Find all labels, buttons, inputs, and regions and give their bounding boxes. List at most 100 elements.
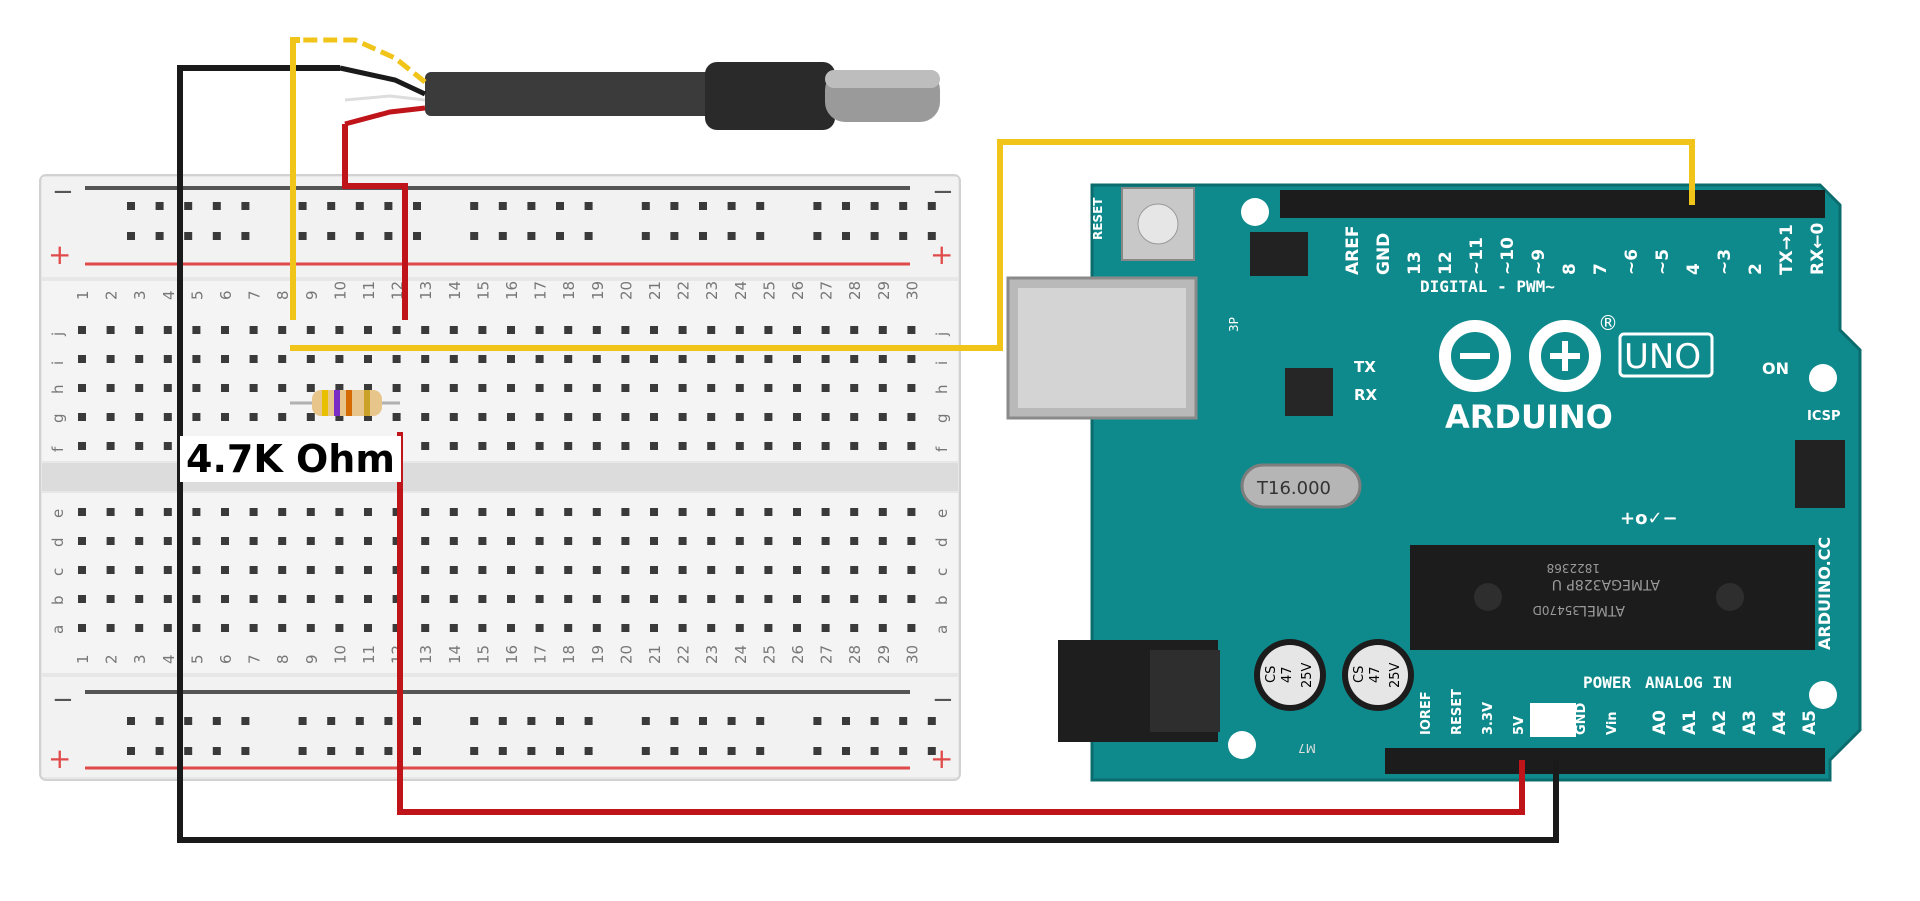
terminal-hole [421,442,430,450]
terminal-hole [907,384,916,392]
terminal-hole [392,413,401,421]
terminal-hole [392,326,401,334]
terminal-hole [793,537,801,545]
row-label: a [49,625,67,634]
terminal-hole [621,508,630,516]
rail-hole [470,232,479,240]
column-label-bottom: 3 [131,654,149,664]
rail-hole [813,232,822,240]
rail-hole [870,232,879,240]
terminal-hole [449,595,458,603]
column-label-bottom: 17 [532,645,550,664]
yellow-probe-wire [290,37,300,320]
rail-hole [641,202,650,210]
terminal-hole [650,442,658,450]
rail-hole [212,717,221,725]
terminal-hole [564,508,573,516]
rail-hole [727,747,736,755]
terminal-hole [650,384,658,392]
terminal-hole [449,413,458,421]
rail-hole [927,717,936,725]
column-label-bottom: 7 [246,654,264,664]
column-label-top: 5 [188,290,206,300]
rail-hole [584,747,593,755]
terminal-hole [135,566,144,574]
terminal-hole [707,566,716,574]
terminal-hole [707,413,716,421]
m7-label: M7 [1298,741,1316,755]
terminal-hole [764,355,773,363]
terminal-hole [392,566,401,574]
terminal-hole [592,624,601,632]
row-label: g [49,413,67,423]
resistor-value-label: 4.7K Ohm [180,436,401,482]
terminal-hole [106,595,115,603]
three-pin-label: 3P [1227,317,1241,332]
rail-hole [842,232,850,240]
terminal-hole [392,355,401,363]
terminal-hole [249,384,258,392]
rail-hole [870,747,879,755]
power-label: POWER [1583,673,1632,692]
terminal-hole [306,326,315,334]
terminal-hole [592,595,601,603]
rail-hole [498,717,507,725]
column-label-bottom: 16 [503,645,521,664]
terminal-hole [249,624,258,632]
terminal-hole [907,442,916,450]
rail-hole [327,232,336,240]
terminal-hole [821,537,830,545]
rail-hole [355,717,364,725]
power-pin-label: 5V [1512,716,1527,735]
black-ground-wire [177,65,1559,843]
terminal-hole [764,326,773,334]
terminal-hole [878,384,887,392]
terminal-hole [850,624,859,632]
rail-hole [842,747,850,755]
terminal-hole [592,326,601,334]
terminal-hole [564,384,573,392]
terminal-hole [735,595,744,603]
rail-hole [641,232,650,240]
rail-hole [527,747,536,755]
rail-hole [127,747,135,755]
analog-pin-label: A3 [1740,710,1760,735]
terminal-hole [564,355,573,363]
terminal-hole [106,508,115,516]
terminal-hole [793,384,801,392]
rail-hole [870,202,879,210]
terminal-hole [78,326,86,334]
terminal-hole [135,326,144,334]
terminal-hole [78,508,86,516]
column-label-bottom: 18 [560,645,578,664]
column-label-bottom: 21 [646,645,664,664]
terminal-hole [249,355,258,363]
analog-pin-label: A4 [1770,710,1790,735]
column-label-top: 27 [818,281,836,300]
column-label-top: 2 [103,290,121,300]
column-label-top: 13 [417,281,435,300]
terminal-hole [449,442,458,450]
side-text: ARDUINO.CC [1815,537,1834,650]
terminal-hole [564,595,573,603]
terminal-hole [535,384,544,392]
column-label-top: 20 [617,281,635,300]
terminal-hole [306,566,315,574]
row-label: g [933,413,951,423]
terminal-hole [707,326,716,334]
power-pin-label: Vin [1605,711,1620,735]
row-label: a [933,625,951,634]
terminal-hole [907,508,916,516]
column-label-top: 14 [446,281,464,300]
rail-hole [927,747,936,755]
terminal-hole [535,326,544,334]
terminal-hole [850,326,859,334]
rail-hole [384,747,393,755]
column-label-top: 18 [560,281,578,300]
terminal-hole [478,384,487,392]
terminal-hole [306,508,315,516]
top-rail-plus-right: + [930,238,953,271]
column-label-top: 8 [274,290,292,300]
temperature-probe [300,37,940,130]
rail-hole [298,717,307,725]
